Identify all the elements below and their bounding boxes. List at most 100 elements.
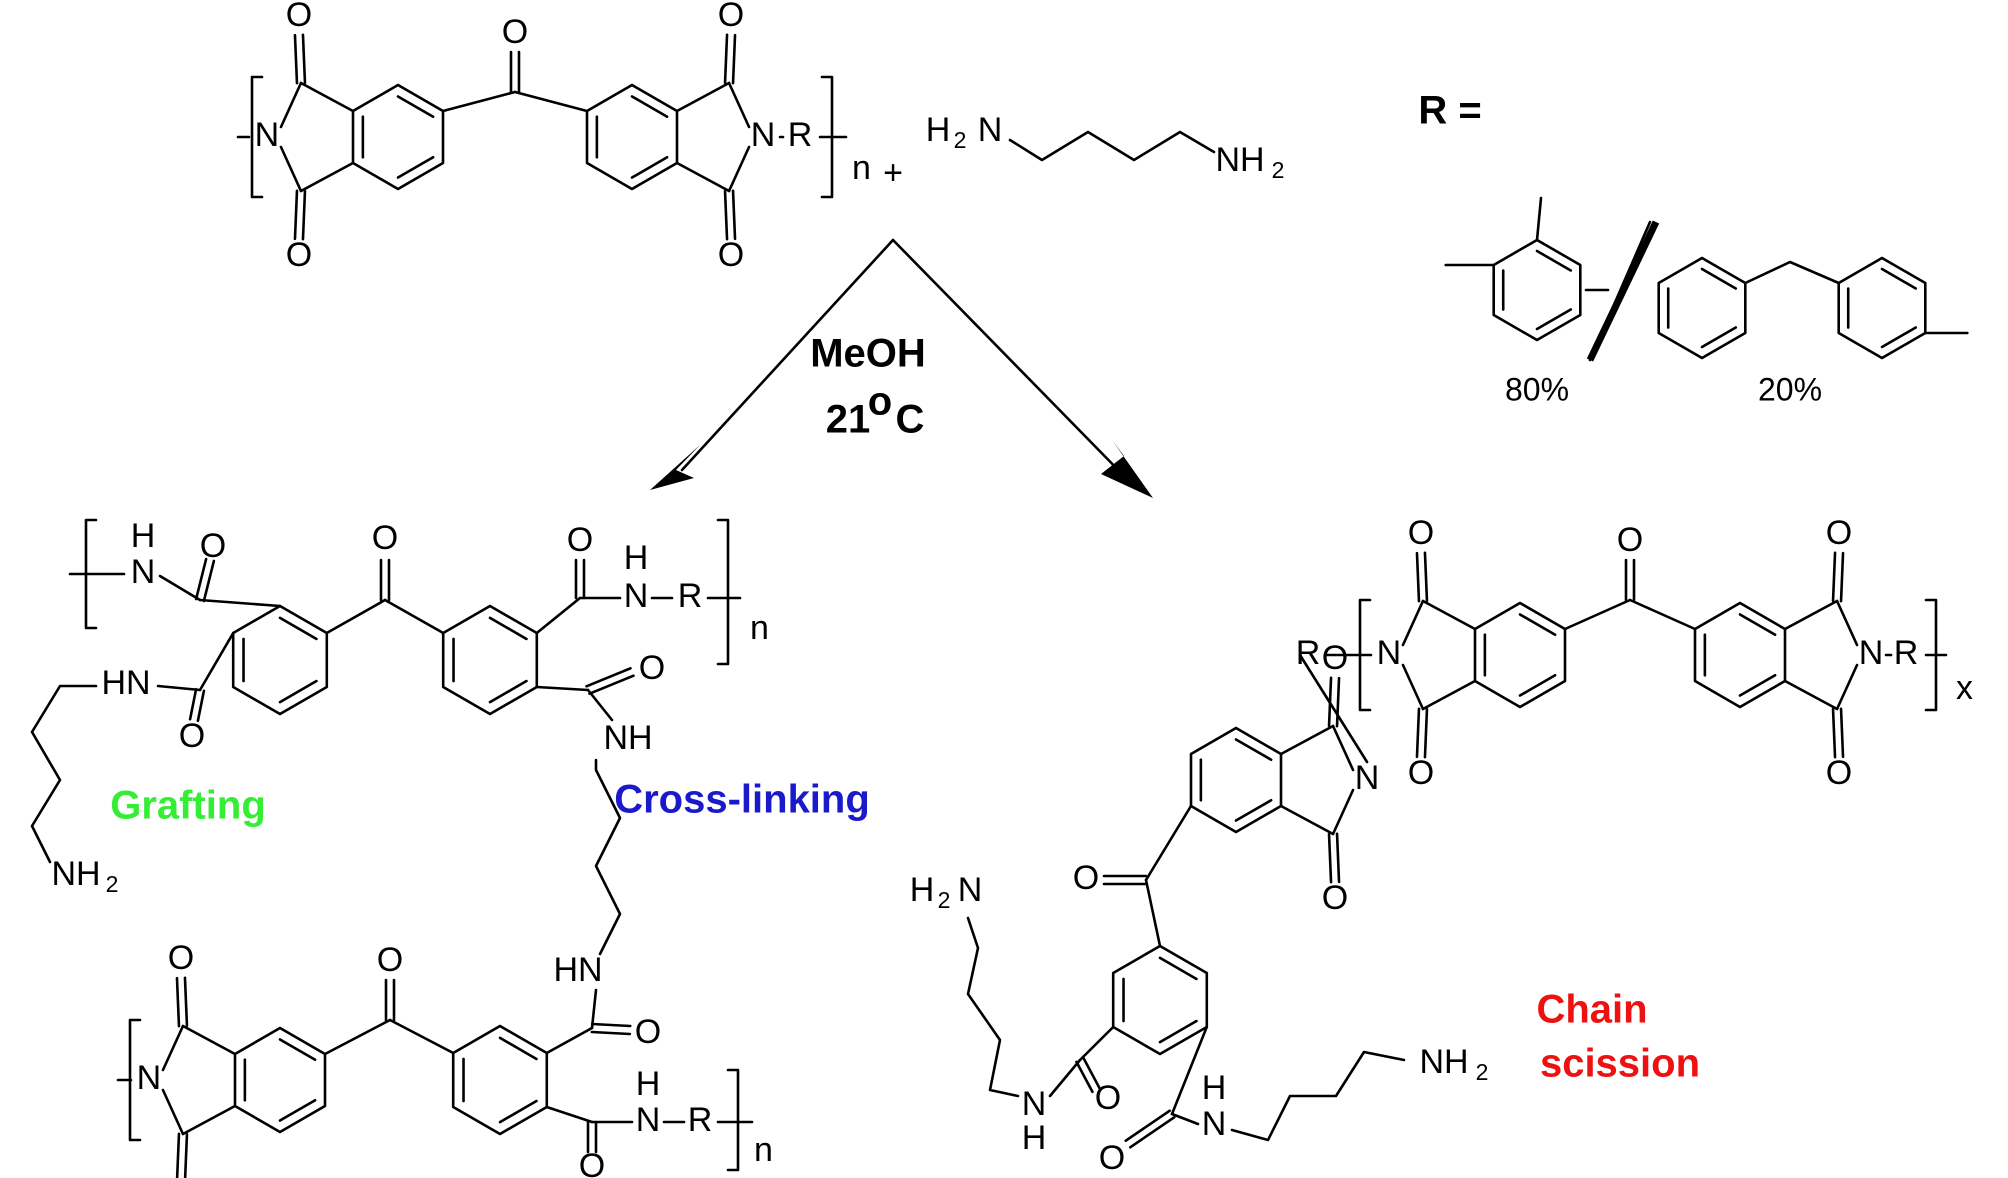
bond-line (675, 81, 731, 113)
oxygen-label: O (718, 236, 744, 274)
lower-amide-ring (451, 1024, 549, 1136)
aromatic-inner-bond (396, 95, 435, 119)
aromatic-inner-bond (1700, 267, 1738, 290)
temperature-unit: C (896, 398, 925, 442)
bond-line (1401, 599, 1425, 647)
subscript-2: 2 (1272, 157, 1285, 183)
double-bond-line (175, 976, 181, 1028)
bond-line (1279, 724, 1335, 756)
crosslink-bond (590, 988, 598, 1030)
oxygen-label: O (1408, 514, 1434, 552)
aromatic-inner-bond (1158, 956, 1198, 981)
oxygen-label: O (502, 13, 528, 51)
crosslinking-label: Cross-linking (614, 778, 870, 822)
temperature-value: 21 (826, 398, 871, 442)
oxygen-label: O (1617, 521, 1643, 559)
double-bond-line (175, 1132, 181, 1178)
amide-ring-left (231, 604, 329, 716)
slash-separator (1586, 220, 1660, 362)
oxygen-label: O (639, 649, 665, 687)
polymer-bracket-open (84, 518, 98, 630)
bond-line (279, 145, 303, 193)
bond-line (513, 90, 589, 113)
bond-line (198, 631, 235, 692)
oxygen-label: O (179, 717, 205, 755)
aromatic-inner-bond (1234, 738, 1273, 762)
double-bond-line (293, 33, 299, 85)
bond-line (1279, 804, 1335, 836)
aromatic-inner-bond (1738, 613, 1777, 637)
aromatic-inner-bond (498, 1099, 538, 1124)
double-bond-line (1831, 707, 1837, 759)
double-bond-line (1327, 832, 1333, 884)
double-bond-line (590, 1022, 632, 1028)
oxygen-label: O (1099, 1139, 1125, 1177)
fraction-20: 20% (1758, 371, 1822, 407)
amine-n-label: N (978, 111, 1003, 149)
crosslink-amine-label: NH (603, 719, 652, 757)
double-bond-line (588, 674, 635, 696)
bond-chain (1008, 130, 1216, 162)
aromatic-inner-bond (278, 1038, 317, 1062)
oxygen-label: O (1826, 514, 1852, 552)
aromatic-inner-bond (1158, 1019, 1198, 1044)
double-bond-line (1415, 707, 1421, 759)
amine-nh-label: NH (1215, 141, 1264, 179)
bond-line (727, 145, 751, 193)
aromatic-inner-bond (278, 679, 318, 704)
double-bond-line (188, 687, 198, 721)
double-bond-line (1831, 551, 1837, 603)
aromatic-inner-bond (498, 1036, 538, 1061)
bond-line (1628, 598, 1697, 631)
bond-line (535, 596, 582, 635)
bond-line (1170, 1025, 1209, 1116)
repeat-index-n: n (750, 609, 769, 647)
amide-ring-right (441, 604, 539, 716)
subscript-2: 2 (1476, 1059, 1489, 1085)
bond-line (1421, 599, 1477, 631)
oxygen-label: O (1322, 639, 1348, 677)
scission-amide-n: N (1022, 1085, 1047, 1123)
nitrogen-label: N (624, 577, 649, 615)
arrow-left-shaft (680, 238, 895, 472)
r-group-label: R (678, 577, 703, 615)
amine-nh-label: NH (1419, 1043, 1468, 1081)
bond-line (158, 574, 202, 602)
double-bond-line (194, 557, 208, 601)
repeat-index-x: x (1956, 669, 1973, 707)
oxygen-label: O (1826, 754, 1852, 792)
aromatic-inner-bond (1535, 249, 1573, 272)
benzene-ring (585, 83, 679, 191)
graft-nh-label: NH (51, 855, 100, 893)
aromatic-inner-bond (1700, 326, 1738, 349)
nitrogen-label: N (751, 116, 776, 154)
bond-line (181, 1104, 237, 1136)
double-bond-line (1423, 551, 1429, 603)
bond-line (1563, 598, 1632, 631)
bond-line (299, 161, 355, 193)
bond-line (1078, 1025, 1115, 1062)
r-group-label: R (1894, 634, 1919, 672)
oxygen-label: O (1073, 859, 1099, 897)
nitrogen-label: N (255, 116, 280, 154)
toluene-ring (1492, 238, 1582, 342)
solvent-label: MeOH (810, 332, 926, 376)
double-bond-line (301, 189, 307, 241)
graft-chain (30, 684, 98, 864)
oxygen-label: O (635, 1013, 661, 1051)
aromatic-inner-bond (1880, 267, 1918, 290)
double-bond-line (1128, 1116, 1176, 1149)
bond-line (1298, 653, 1369, 764)
oxygen-label: O (377, 941, 403, 979)
bond-chain (1744, 260, 1840, 285)
benzene-ring (233, 1026, 327, 1134)
double-bond-line (1839, 707, 1845, 759)
scission-amide-h: H (1022, 1119, 1047, 1157)
bond-line (1401, 663, 1425, 711)
subscript-2: 2 (954, 127, 967, 153)
bond-line (161, 1024, 185, 1072)
